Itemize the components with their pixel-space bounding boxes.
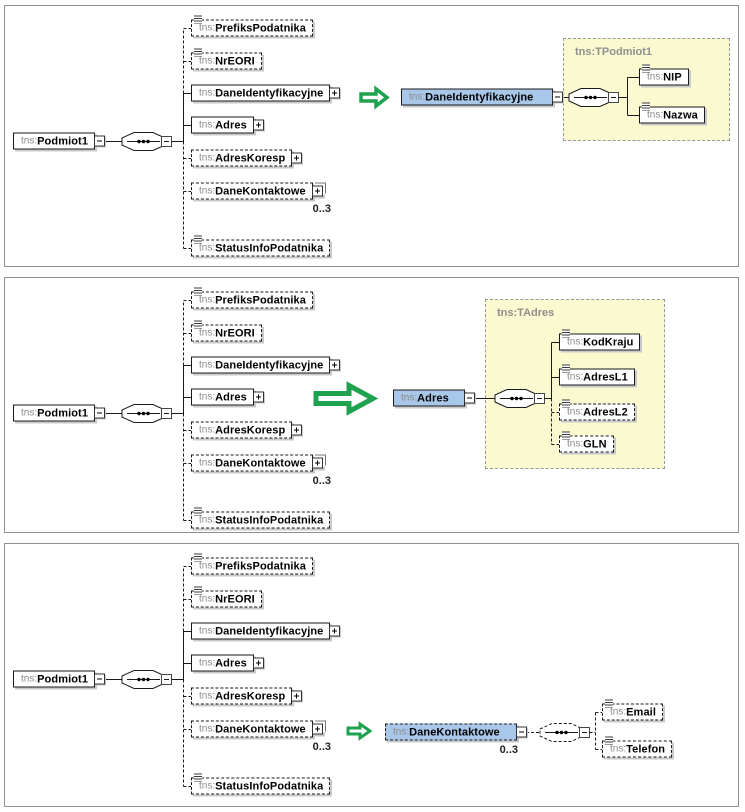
element-node-nreori: tns:NrEORI [191,48,262,70]
element-node-podmiot1: tns:Podmiot1 [13,670,106,688]
text-content-icon [562,329,570,338]
expand-toggle[interactable] [252,119,264,131]
collapse-toggle[interactable] [94,407,106,419]
expand-toggle[interactable] [311,723,323,735]
collapse-toggle[interactable] [94,135,106,147]
element-node-telefon: tns:Telefon [602,736,673,758]
focused-element-node-adres: tns:Adres [393,389,475,407]
expand-toggle[interactable] [329,87,341,99]
element-node-statusinfopodatnika: tns:StatusInfoPodatnika [191,773,331,795]
expand-toggle[interactable] [311,457,323,469]
connector-wires [105,300,561,521]
xsd-diagram-panel-daneidentyfikacyjne: tns:TPodmiot1 [4,5,739,267]
element-node-adreskoresp: tns:AdresKoresp [191,149,303,167]
element-node-nreori: tns:NrEORI [191,320,262,342]
text-content-icon [605,699,613,708]
occurrence-label: 0..3 [312,475,331,487]
element-node-kodkraju: tns:KodKraju [559,329,641,351]
element-node-danekontaktowe: tns:DaneKontaktowe [191,454,323,472]
element-node-daneidentyfikacyjne: tns:DaneIdentyfikacyjne [191,622,341,640]
text-content-icon [562,399,570,408]
collapse-toggle[interactable] [94,673,106,685]
xsd-diagram-panel-danekontaktowe: tns:Podmiot1 tns:PrefiksPodatnika tns:Nr… [4,543,739,807]
focus-arrow-icon [313,381,379,416]
element-prefix: tns: [21,135,38,147]
collapse-toggle[interactable] [552,91,563,103]
text-content-icon [194,15,202,24]
xsd-diagram-panel-adres: tns:TAdres [4,277,739,533]
focused-element-node-daneidentyfikacyjne: tns:DaneIdentyfikacyjne [401,88,563,106]
text-content-icon [194,586,202,595]
element-node-danekontaktowe: tns:DaneKontaktowe [191,182,323,200]
expand-toggle[interactable] [291,424,303,436]
expand-toggle[interactable] [329,625,341,637]
element-node-podmiot1: tns:Podmiot1 [13,132,106,150]
element-node-prefikspodatnika: tns:PrefiksPodatnika [191,553,313,575]
text-content-icon [605,736,613,745]
occurrence-label: 0..3 [312,741,331,753]
element-name: Podmiot1 [37,135,89,147]
connector-wires [105,28,641,249]
element-node-daneidentyfikacyjne: tns:DaneIdentyfikacyjne [191,84,341,102]
element-node-email: tns:Email [602,699,663,721]
text-content-icon [194,320,202,329]
type-label: tns:TPodmiot1 [575,46,652,58]
text-content-icon [562,364,570,373]
occurrence-label: 0..3 [499,744,518,756]
element-node-adreskoresp: tns:AdresKoresp [191,687,303,705]
expand-toggle[interactable] [291,152,303,164]
text-content-icon [194,287,202,296]
expand-toggle[interactable] [291,690,303,702]
occurrence-label: 0..3 [312,203,331,215]
text-content-icon [194,235,202,244]
expand-toggle[interactable] [252,657,264,669]
expand-toggle[interactable] [329,359,341,371]
connector-wires [105,566,604,787]
element-node-adreskoresp: tns:AdresKoresp [191,421,303,439]
text-content-icon [562,431,570,440]
text-content-icon [642,64,650,73]
element-node-nip: tns:NIP [639,64,689,86]
element-node-adresl1: tns:AdresL1 [559,364,635,386]
expand-toggle[interactable] [311,185,323,197]
element-node-statusinfopodatnika: tns:StatusInfoPodatnika [191,507,331,529]
element-node-prefikspodatnika: tns:PrefiksPodatnika [191,287,313,309]
focus-arrow-icon [346,721,373,741]
text-content-icon [194,553,202,562]
element-node-adres: tns:Adres [191,654,264,672]
element-node-gln: tns:GLN [559,431,614,453]
element-node-statusinfopodatnika: tns:StatusInfoPodatnika [191,235,331,257]
element-node-daneidentyfikacyjne: tns:DaneIdentyfikacyjne [191,356,341,374]
element-node-adresl2: tns:AdresL2 [559,399,635,421]
element-node-nreori: tns:NrEORI [191,586,262,608]
focus-arrow-icon [359,85,390,110]
text-content-icon [194,48,202,57]
element-node-prefikspodatnika: tns:PrefiksPodatnika [191,15,313,37]
text-content-icon [642,102,650,111]
element-node-podmiot1: tns:Podmiot1 [13,404,106,422]
element-node-adres: tns:Adres [191,116,264,134]
element-node-nazwa: tns:Nazwa [639,102,705,124]
type-label: tns:TAdres [497,307,555,319]
expand-toggle[interactable] [252,391,264,403]
text-content-icon [194,507,202,516]
element-node-danekontaktowe: tns:DaneKontaktowe [191,720,323,738]
collapse-toggle[interactable] [516,726,527,738]
focused-element-node-danekontaktowe: tns:DaneKontaktowe [385,723,527,741]
text-content-icon [194,773,202,782]
element-node-adres: tns:Adres [191,388,264,406]
collapse-toggle[interactable] [464,392,475,404]
